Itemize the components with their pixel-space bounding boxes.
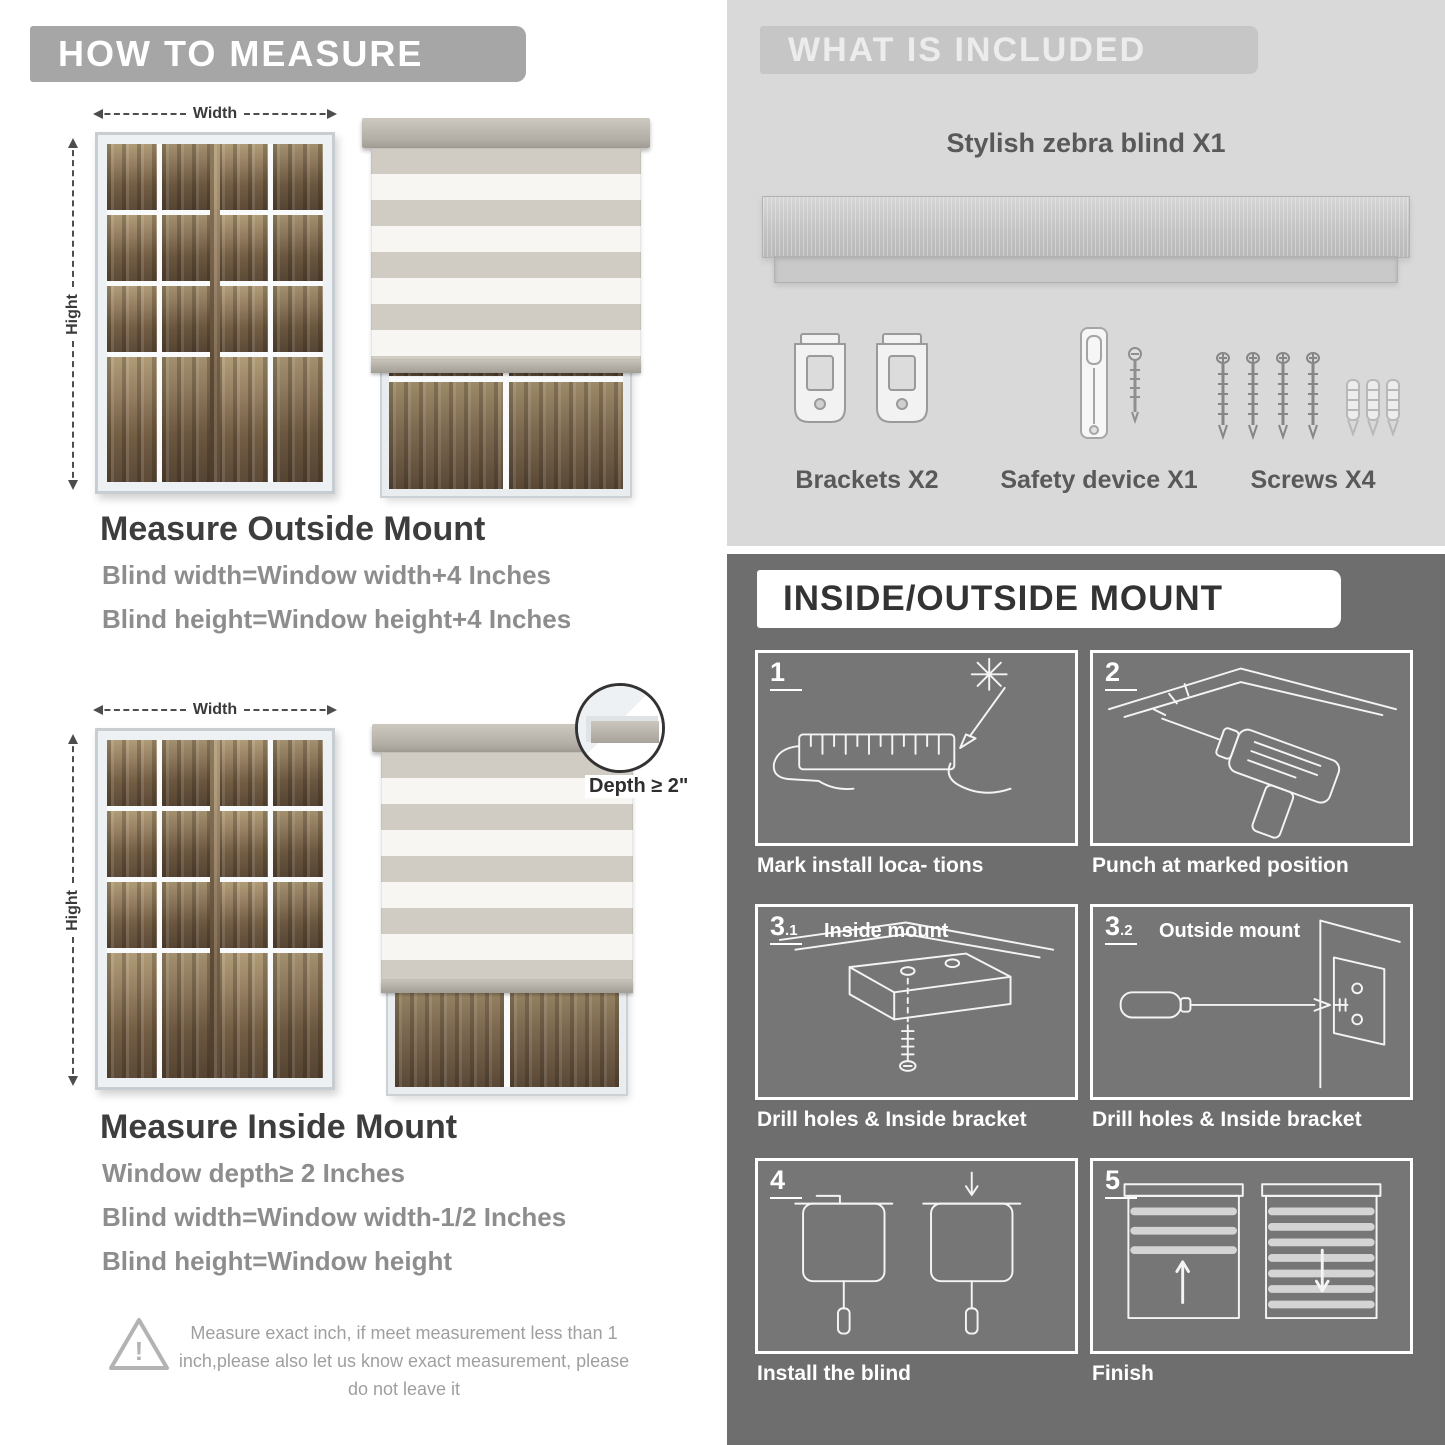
step-1-illustration	[772, 657, 1012, 794]
inside-line-3: Blind height=Window height	[102, 1246, 452, 1276]
product-label: Stylish zebra blind X1	[946, 128, 1226, 158]
step-2-illustration	[1108, 667, 1397, 839]
inside-line-1: Window depth≥ 2 Inches	[102, 1158, 405, 1188]
step-number: 5	[1105, 1167, 1137, 1199]
warning-mark: !	[135, 1336, 144, 1366]
step-panel-3-1: 3.1 Inside mount	[755, 904, 1078, 1100]
measure-inside-lines: Window depth≥ 2 Inches Blind width=Windo…	[102, 1158, 566, 1290]
step-panel-5: 5	[1090, 1158, 1413, 1354]
step-inline-label: Outside mount	[1159, 920, 1301, 942]
outside-line-2: Blind height=Window height+4 Inches	[102, 604, 572, 634]
what-is-included-banner-label: WHAT IS INCLUDED	[788, 30, 1147, 69]
headrail-illustration	[762, 196, 1410, 258]
warning-note: Measure exact inch, if meet measurement …	[178, 1323, 630, 1399]
step-caption-3-1: Drill holes & Inside bracket	[757, 1108, 1027, 1131]
inside-outside-mount-banner: INSIDE/OUTSIDE MOUNT	[757, 570, 1341, 628]
step-panel-3-2: 3.2 Outside mount	[1090, 904, 1413, 1100]
safety-device-icon	[1080, 327, 1142, 439]
item-label-screws: Screws X4	[1250, 466, 1376, 494]
blind-bottom-rail	[371, 360, 641, 373]
step-3-1-illustration	[778, 921, 1055, 1072]
step-panel-4: 4	[755, 1158, 1078, 1354]
what-is-included-section: WHAT IS INCLUDED Stylish zebra blind X1	[727, 0, 1445, 546]
width-label-inside: Width	[192, 701, 238, 718]
what-is-included-banner: WHAT IS INCLUDED	[760, 26, 1258, 74]
width-arrow-outside: Width	[93, 104, 337, 124]
step-number: 1	[770, 659, 802, 691]
step-panel-1: 1	[755, 650, 1078, 846]
screws-icon	[1215, 351, 1400, 439]
outside-line-1: Blind width=Window width+4 Inches	[102, 560, 551, 590]
mount-guide-section: INSIDE/OUTSIDE MOUNT 1	[727, 554, 1445, 1445]
inside-outside-mount-banner-label: INSIDE/OUTSIDE MOUNT	[783, 579, 1224, 618]
step-5-illustration	[1123, 1183, 1382, 1320]
inside-line-2: Blind width=Window width-1/2 Inches	[102, 1202, 567, 1232]
step-number: 3.2	[1105, 913, 1137, 945]
blind-bottom-rail	[381, 980, 633, 993]
how-to-measure-banner: HOW TO MEASURE	[30, 26, 526, 82]
step-4-illustration	[794, 1171, 1022, 1335]
step-caption-2: Punch at marked position	[1092, 854, 1349, 877]
window-illustration-outside	[95, 132, 335, 494]
height-arrow-outside: Hight	[62, 138, 84, 490]
step-number: 3.1	[770, 913, 802, 945]
window-illustration-inside	[95, 728, 335, 1090]
step-caption-1: Mark install loca- tions	[757, 854, 984, 877]
width-label-outside: Width	[192, 105, 238, 122]
depth-label: Depth ≥ 2"	[585, 775, 693, 798]
height-label-inside: Hight	[64, 889, 81, 931]
step-3-2-illustration	[1119, 919, 1401, 1089]
step-inline-label: Inside mount	[824, 920, 949, 942]
measure-inside-title: Measure Inside Mount	[100, 1108, 458, 1146]
step-panel-2: 2	[1090, 650, 1413, 846]
headrail-lip	[774, 256, 1398, 283]
height-arrow-inside: Hight	[62, 734, 84, 1086]
step-caption-3-2: Drill holes & Inside bracket	[1092, 1108, 1362, 1131]
how-to-measure-banner-label: HOW TO MEASURE	[58, 33, 424, 74]
step-caption-5: Finish	[1092, 1362, 1154, 1385]
brackets-icon	[794, 333, 928, 423]
step-caption-4: Install the blind	[757, 1362, 912, 1385]
width-arrow-inside: Width	[93, 700, 337, 720]
item-label-brackets: Brackets X2	[795, 466, 939, 494]
height-label-outside: Hight	[64, 293, 81, 335]
measure-outside-title: Measure Outside Mount	[100, 510, 486, 548]
blind-stripes	[371, 148, 641, 360]
warning-icon: !	[109, 1318, 169, 1370]
blind-illustration-outside	[362, 118, 650, 498]
depth-zoom-circle	[575, 683, 665, 773]
step-number: 2	[1105, 659, 1137, 691]
blind-cassette	[362, 118, 650, 148]
item-label-safety-device: Safety device X1	[1000, 466, 1198, 494]
step-number: 4	[770, 1167, 802, 1199]
measure-outside-lines: Blind width=Window width+4 Inches Blind …	[102, 560, 571, 648]
blind-illustration-inside	[372, 724, 642, 1096]
